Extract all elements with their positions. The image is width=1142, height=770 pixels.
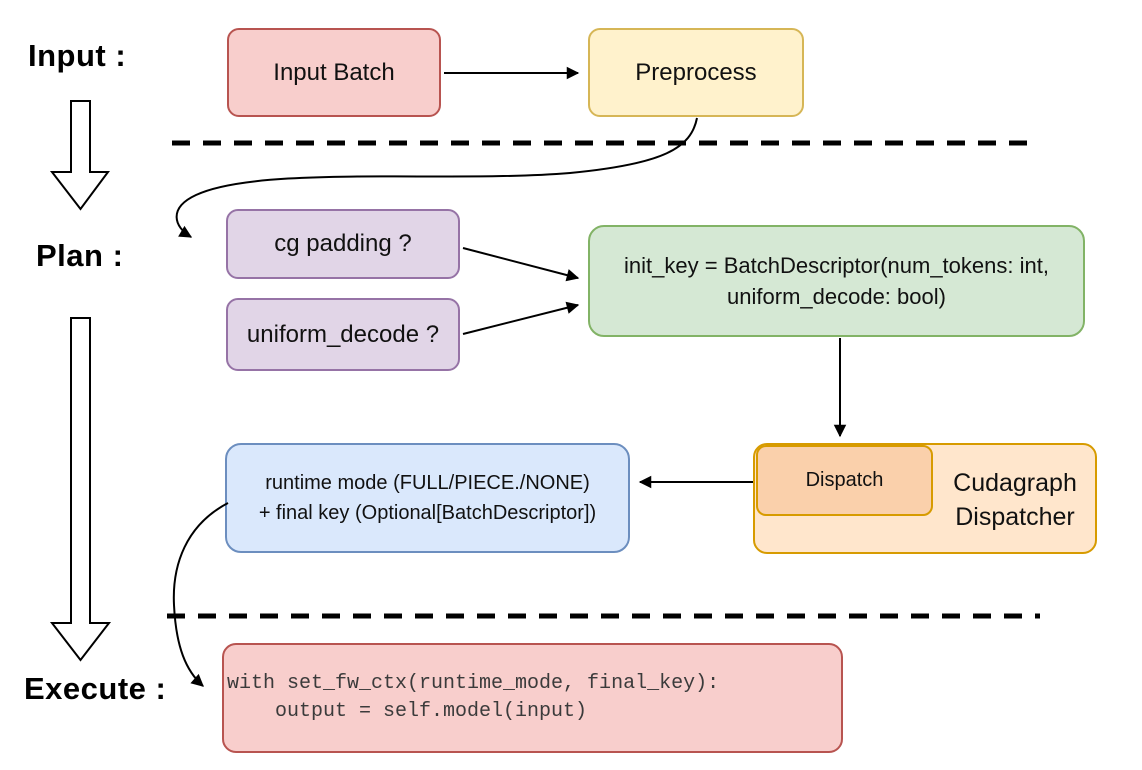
node-cudagraph-dispatcher-label: Cudagraph Dispatcher [933, 466, 1097, 534]
node-runtime-mode: runtime mode (FULL/PIECE./NONE) + final … [225, 443, 630, 553]
node-cg-padding: cg padding ? [226, 209, 460, 279]
node-uniform-decode-label: uniform_decode ? [246, 320, 440, 348]
node-preprocess-label: Preprocess [635, 58, 757, 86]
node-init-key: init_key = BatchDescriptor(num_tokens: i… [588, 225, 1085, 337]
node-runtime-mode-line2: + final key (Optional[BatchDescriptor]) [258, 502, 597, 524]
node-execute-code: with set_fw_ctx(runtime_mode, final_key)… [222, 643, 843, 753]
execute-code-line2: output = self.model(input) [227, 700, 588, 723]
node-preprocess: Preprocess [588, 28, 804, 117]
arrow-uniform-decode-to-init-key [462, 301, 580, 335]
arrow-cg-padding-to-init-key [462, 247, 580, 282]
node-init-key-line2: uniform_decode: bool) [727, 284, 946, 309]
execute-code-line1: with set_fw_ctx(runtime_mode, final_key)… [227, 672, 720, 695]
node-input-batch-label: Input Batch [273, 58, 395, 86]
stage-label-plan: Plan : [36, 238, 124, 273]
arrow-runtime-mode-to-execute-curve [172, 502, 229, 687]
stage-label-execute: Execute : [24, 671, 167, 706]
node-cg-padding-label: cg padding ? [274, 230, 412, 257]
node-dispatch: Dispatch [756, 445, 933, 516]
node-init-key-line1: init_key = BatchDescriptor(num_tokens: i… [624, 253, 1049, 278]
node-uniform-decode: uniform_decode ? [226, 298, 460, 371]
block-arrow-input-to-plan [49, 100, 110, 211]
node-input-batch: Input Batch [227, 28, 441, 117]
cudagraph-label-line1: Cudagraph [953, 469, 1077, 497]
stage-label-input: Input : [28, 38, 127, 73]
node-runtime-mode-line1: runtime mode (FULL/PIECE./NONE) [265, 472, 590, 494]
block-arrow-plan-to-execute [49, 317, 112, 662]
cudagraph-label-line2: Dispatcher [955, 503, 1075, 531]
node-dispatch-label: Dispatch [805, 469, 884, 491]
